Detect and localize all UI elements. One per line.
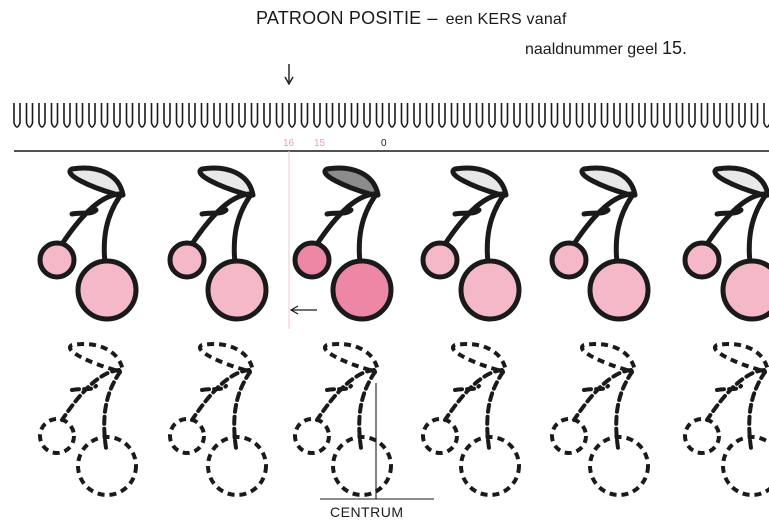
cherry-icon — [549, 165, 651, 322]
needle-label-16: 16 — [283, 138, 295, 149]
heading-dash: – — [427, 8, 438, 28]
centrum-label: CENTRUM — [330, 504, 404, 520]
needle-row — [13, 103, 769, 128]
heading-needle-prefix: naaldnummer geel — [525, 41, 658, 58]
cherry-icon — [683, 342, 769, 497]
cherry-icon — [420, 165, 522, 322]
cherry-icon — [550, 342, 650, 497]
needle-label-15: 15 — [314, 138, 326, 149]
heading-line-1: PATROON POSITIE–een KERS vanaf — [256, 8, 567, 29]
cherry-icon — [292, 165, 394, 322]
cherry-icon — [37, 165, 139, 322]
heading-title: PATROON POSITIE — [256, 8, 422, 28]
heading-subtitle: een KERS vanaf — [445, 11, 567, 28]
cherry-icon — [38, 342, 138, 497]
needle-label-zero: 0 — [381, 138, 387, 149]
colored-cherry-row — [37, 165, 769, 322]
cherry-icon — [682, 165, 769, 322]
heading-needle-number: 15. — [661, 38, 688, 58]
centrum-marker — [320, 383, 434, 500]
down-arrow-icon — [284, 64, 294, 86]
dashed-cherry-row — [38, 342, 769, 497]
cherry-icon — [421, 342, 521, 497]
cherry-icon — [167, 165, 269, 322]
cherry-icon — [293, 342, 393, 497]
heading-line-2: naaldnummer geel 15. — [525, 38, 687, 59]
cherry-icon — [168, 342, 268, 497]
needle-bed: 16 15 0 — [13, 103, 769, 152]
left-arrow-icon — [289, 305, 317, 315]
